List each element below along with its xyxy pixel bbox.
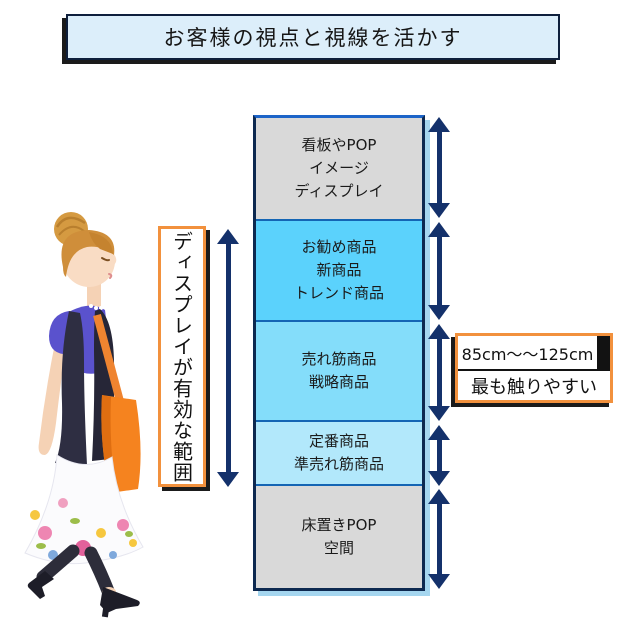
arrow-up-head (428, 117, 450, 132)
arrow-shaft (436, 237, 442, 305)
arrow-up-head (428, 222, 450, 237)
arrow-down-head (428, 203, 450, 218)
arrow-down-head (428, 406, 450, 421)
arrow-up-head (428, 489, 450, 504)
shelf-section-floor-pop: 床置きPOP 空間 (256, 484, 422, 588)
arrow-up-head (428, 425, 450, 440)
arrow-down-head (428, 471, 450, 486)
section-arrow-signage (428, 117, 450, 218)
arrow-shaft (436, 339, 442, 406)
arrow-shaft (225, 244, 231, 472)
effective-range-text: ディスプレイが有効な範囲 (169, 230, 194, 483)
arrow-shaft (436, 132, 442, 203)
effective-range-label: ディスプレイが有効な範囲 (158, 226, 206, 487)
shelf-section-label: 看板やPOP イメージ ディスプレイ (294, 135, 384, 201)
section-arrow-recommended (428, 222, 450, 320)
arrow-down-head (428, 305, 450, 320)
shelf-section-label: 床置きPOP 空間 (301, 515, 377, 557)
shelf-section-signage-pop: 看板やPOP イメージ ディスプレイ (256, 118, 422, 219)
shelf-section-label: 売れ筋商品 戦略商品 (301, 349, 377, 391)
touch-range-callout: 85cm〜〜125cm 最も触りやすい (455, 333, 613, 403)
section-arrow-floor-pop (428, 489, 450, 589)
callout-height-row: 85cm〜〜125cm (458, 336, 610, 372)
effective-range-arrow (217, 229, 239, 487)
touch-note-text: 最も触りやすい (471, 376, 597, 398)
display-shelf: 看板やPOP イメージ ディスプレイ お勧め商品 新商品 トレンド商品 売れ筋商… (253, 115, 425, 591)
arrow-up-head (217, 229, 239, 244)
shelf-section-label: お勧め商品 新商品 トレンド商品 (293, 237, 384, 303)
shelf-section-label: 定番商品 準売れ筋商品 (293, 431, 384, 473)
shelf-section-recommended: お勧め商品 新商品 トレンド商品 (256, 219, 422, 320)
arrow-down-head (428, 574, 450, 589)
arrow-shaft (436, 440, 442, 471)
woman-shopper-illustration (24, 212, 144, 618)
shelf-section-standard: 定番商品 準売れ筋商品 (256, 420, 422, 484)
callout-black-bar (597, 336, 610, 370)
arrow-down-head (217, 472, 239, 487)
section-arrow-best-sellers (428, 324, 450, 421)
arrow-shaft (436, 504, 442, 574)
arrow-up-head (428, 324, 450, 339)
section-arrow-standard (428, 425, 450, 486)
page-title: お客様の視点と視線を活かす (163, 26, 463, 50)
shelf-section-best-sellers: 売れ筋商品 戦略商品 (256, 320, 422, 420)
title-banner: お客様の視点と視線を活かす (66, 14, 560, 60)
height-range-text: 85cm〜〜125cm (461, 344, 594, 364)
